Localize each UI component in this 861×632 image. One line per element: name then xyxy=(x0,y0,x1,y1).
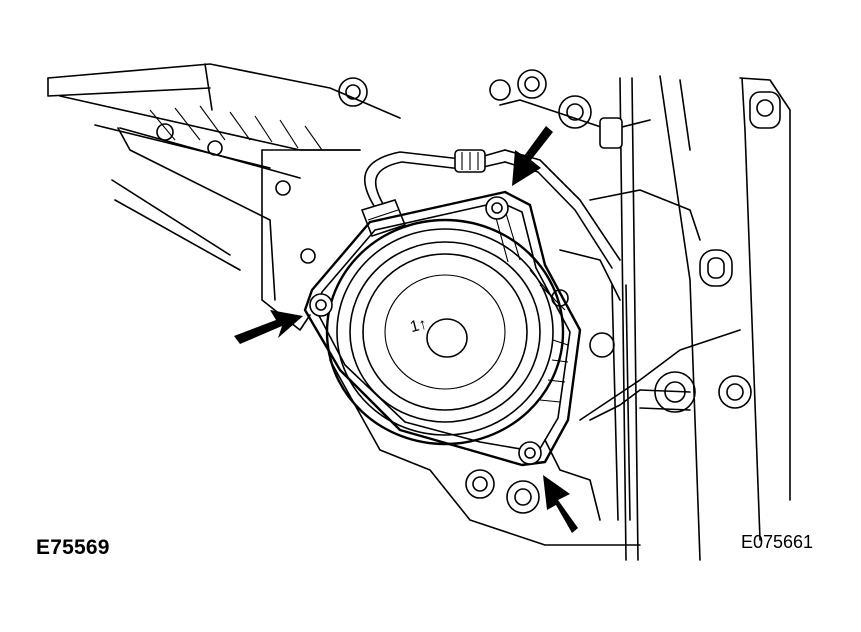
wiring-harness xyxy=(360,117,623,269)
speaker-unit: 1↑ xyxy=(303,190,582,467)
arrow-left-icon xyxy=(234,310,303,344)
figure-reference-left: E75569 xyxy=(36,536,110,559)
callout-arrows xyxy=(234,126,578,533)
fastener-top-right xyxy=(485,196,509,220)
arrow-top-right-icon xyxy=(512,126,553,186)
fastener-left xyxy=(309,293,333,317)
arrow-bottom-right-icon xyxy=(543,475,578,533)
speaker-orientation-mark: 1↑ xyxy=(408,316,429,337)
figure-reference-right: E075661 xyxy=(741,532,814,552)
door-panel-structure xyxy=(47,63,791,561)
fastener-bottom-right xyxy=(518,441,542,465)
